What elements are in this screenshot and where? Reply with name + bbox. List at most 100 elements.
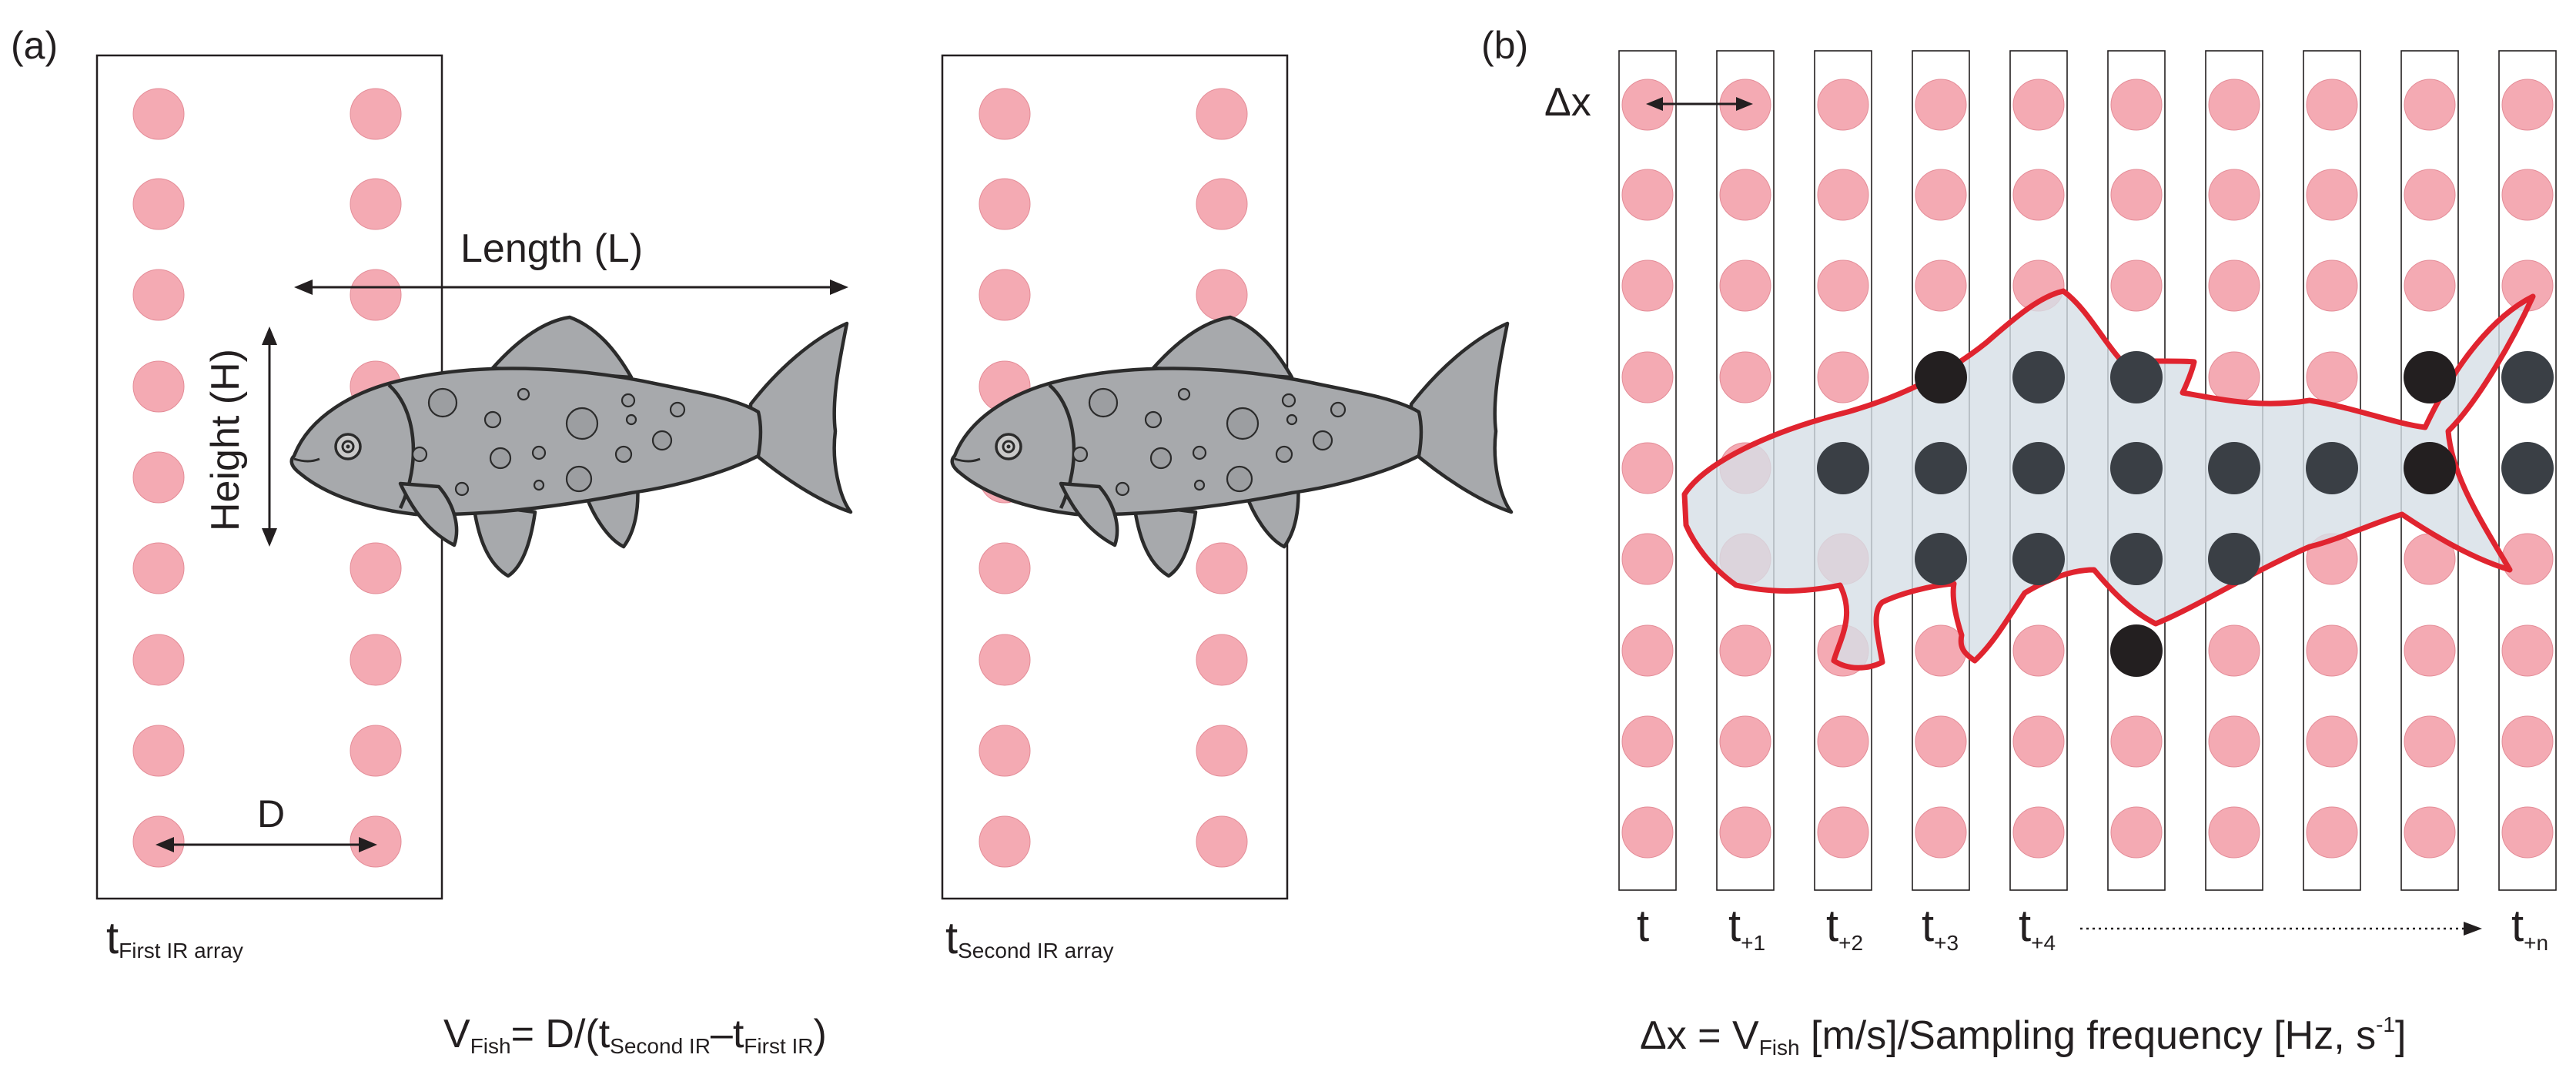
ir-sensor: [1196, 269, 1248, 321]
ir-sensor: [132, 542, 185, 594]
time-progression-arrow: [2080, 922, 2482, 936]
ir-sensor: [2501, 79, 2554, 131]
ir-sensor: [1915, 169, 1967, 221]
ir-sensor-occluded: [2110, 351, 2163, 403]
ir-sensor-occluded: [2012, 442, 2065, 494]
fish-pectoral-fin: [398, 481, 459, 547]
ir-sensor-occluded: [1817, 442, 1869, 494]
fish-spot: [669, 401, 686, 418]
sampling-formula: Δx = VFish [m/s]/Sampling frequency [Hz,…: [1640, 1013, 2406, 1060]
panel-a-label: (a): [11, 24, 58, 67]
sampling-time-label: t+1: [1728, 901, 1765, 955]
ir-sensor: [1817, 79, 1869, 131]
d-dimension-arrow: [156, 837, 377, 852]
ir-sensor: [1817, 806, 1869, 859]
ir-sensor: [132, 178, 185, 230]
fish-spot: [1281, 393, 1296, 408]
ir-sensor: [2306, 806, 2358, 859]
ir-sensor: [2501, 533, 2554, 585]
fish-tail: [748, 321, 853, 514]
ir-sensor: [979, 269, 1031, 321]
ir-sensor: [350, 725, 402, 777]
fish-spot: [621, 393, 636, 408]
ir-sensor: [350, 88, 402, 140]
fish-spot: [1088, 387, 1119, 418]
ir-sensor: [2110, 169, 2163, 221]
ir-sensor: [2110, 806, 2163, 859]
ir-sensor: [1817, 351, 1869, 403]
ir-sensor: [2012, 715, 2065, 768]
ir-sensor: [1719, 715, 1771, 768]
ir-sensor: [1817, 259, 1869, 312]
ir-sensor: [2208, 715, 2260, 768]
fish-pupil: [341, 440, 355, 454]
fish-spot: [427, 387, 458, 418]
ir-sensor: [2501, 715, 2554, 768]
dx-dimension-arrow: [1646, 97, 1753, 111]
fish-pupil-dot: [346, 444, 350, 449]
height-dimension-arrow: [262, 326, 277, 547]
sampling-time-label: t: [1637, 901, 1649, 951]
ir-sensor: [2404, 624, 2456, 677]
fish-spot: [1226, 465, 1253, 493]
ir-sensor: [2501, 169, 2554, 221]
d-label: D: [257, 792, 285, 835]
fish-spot: [1144, 410, 1163, 429]
ir-sensor-occluded: [2110, 442, 2163, 494]
ir-sensor: [2404, 806, 2456, 859]
ir-sensor: [132, 451, 185, 504]
ir-sensor: [2208, 806, 2260, 859]
fish-mouth: [954, 457, 981, 463]
ir-sensor: [2110, 79, 2163, 131]
ir-sensor: [2306, 259, 2358, 312]
ir-sensor: [2404, 79, 2456, 131]
ir-sensor: [979, 634, 1031, 686]
ir-sensor: [350, 634, 402, 686]
ir-sensor-occluded: [2404, 351, 2456, 403]
fish-spot: [1072, 446, 1089, 463]
fish-spot: [1226, 407, 1260, 440]
ir-sensor: [132, 815, 185, 868]
ir-sensor: [979, 542, 1031, 594]
ir-sensor-occluded: [2306, 442, 2358, 494]
ir-sensor: [132, 88, 185, 140]
fish-spot: [1275, 445, 1293, 464]
ir-sensor: [132, 725, 185, 777]
ir-sensor: [1719, 169, 1771, 221]
fish-spot: [533, 479, 545, 491]
ir-sensor: [1719, 259, 1771, 312]
ir-sensor: [1719, 624, 1771, 677]
ir-sensor: [2404, 715, 2456, 768]
ir-sensor-occluded: [1915, 533, 1967, 585]
ir-sensor-occluded: [1915, 351, 1967, 403]
ir-sensor: [2208, 169, 2260, 221]
fish-spot: [1312, 430, 1333, 451]
fish-illustration-second: [950, 315, 1514, 578]
ir-sensor: [1196, 725, 1248, 777]
ir-sensor: [2208, 624, 2260, 677]
fish-silhouette-outline: [1681, 288, 2536, 671]
ir-sensor: [1196, 542, 1248, 594]
fish-pelvic-fin: [1132, 502, 1198, 578]
height-label: Height (H): [203, 349, 248, 531]
length-label: Length (L): [460, 226, 643, 271]
ir-sensor: [132, 269, 185, 321]
ir-sensor: [2306, 351, 2358, 403]
ir-sensor: [1196, 88, 1248, 140]
ir-sensor: [1915, 79, 1967, 131]
ir-sensor-occluded: [1915, 442, 1967, 494]
ir-sensor: [2404, 259, 2456, 312]
ir-sensor: [2208, 79, 2260, 131]
fish-pupil: [1002, 440, 1015, 454]
ir-sensor: [1621, 624, 1674, 677]
fish-spot: [517, 387, 530, 401]
fish-spot: [1193, 479, 1206, 491]
ir-sensor: [2012, 624, 2065, 677]
ir-sensor-occluded: [2501, 351, 2554, 403]
ir-sensor: [1621, 715, 1674, 768]
length-dimension-arrow: [294, 280, 848, 295]
